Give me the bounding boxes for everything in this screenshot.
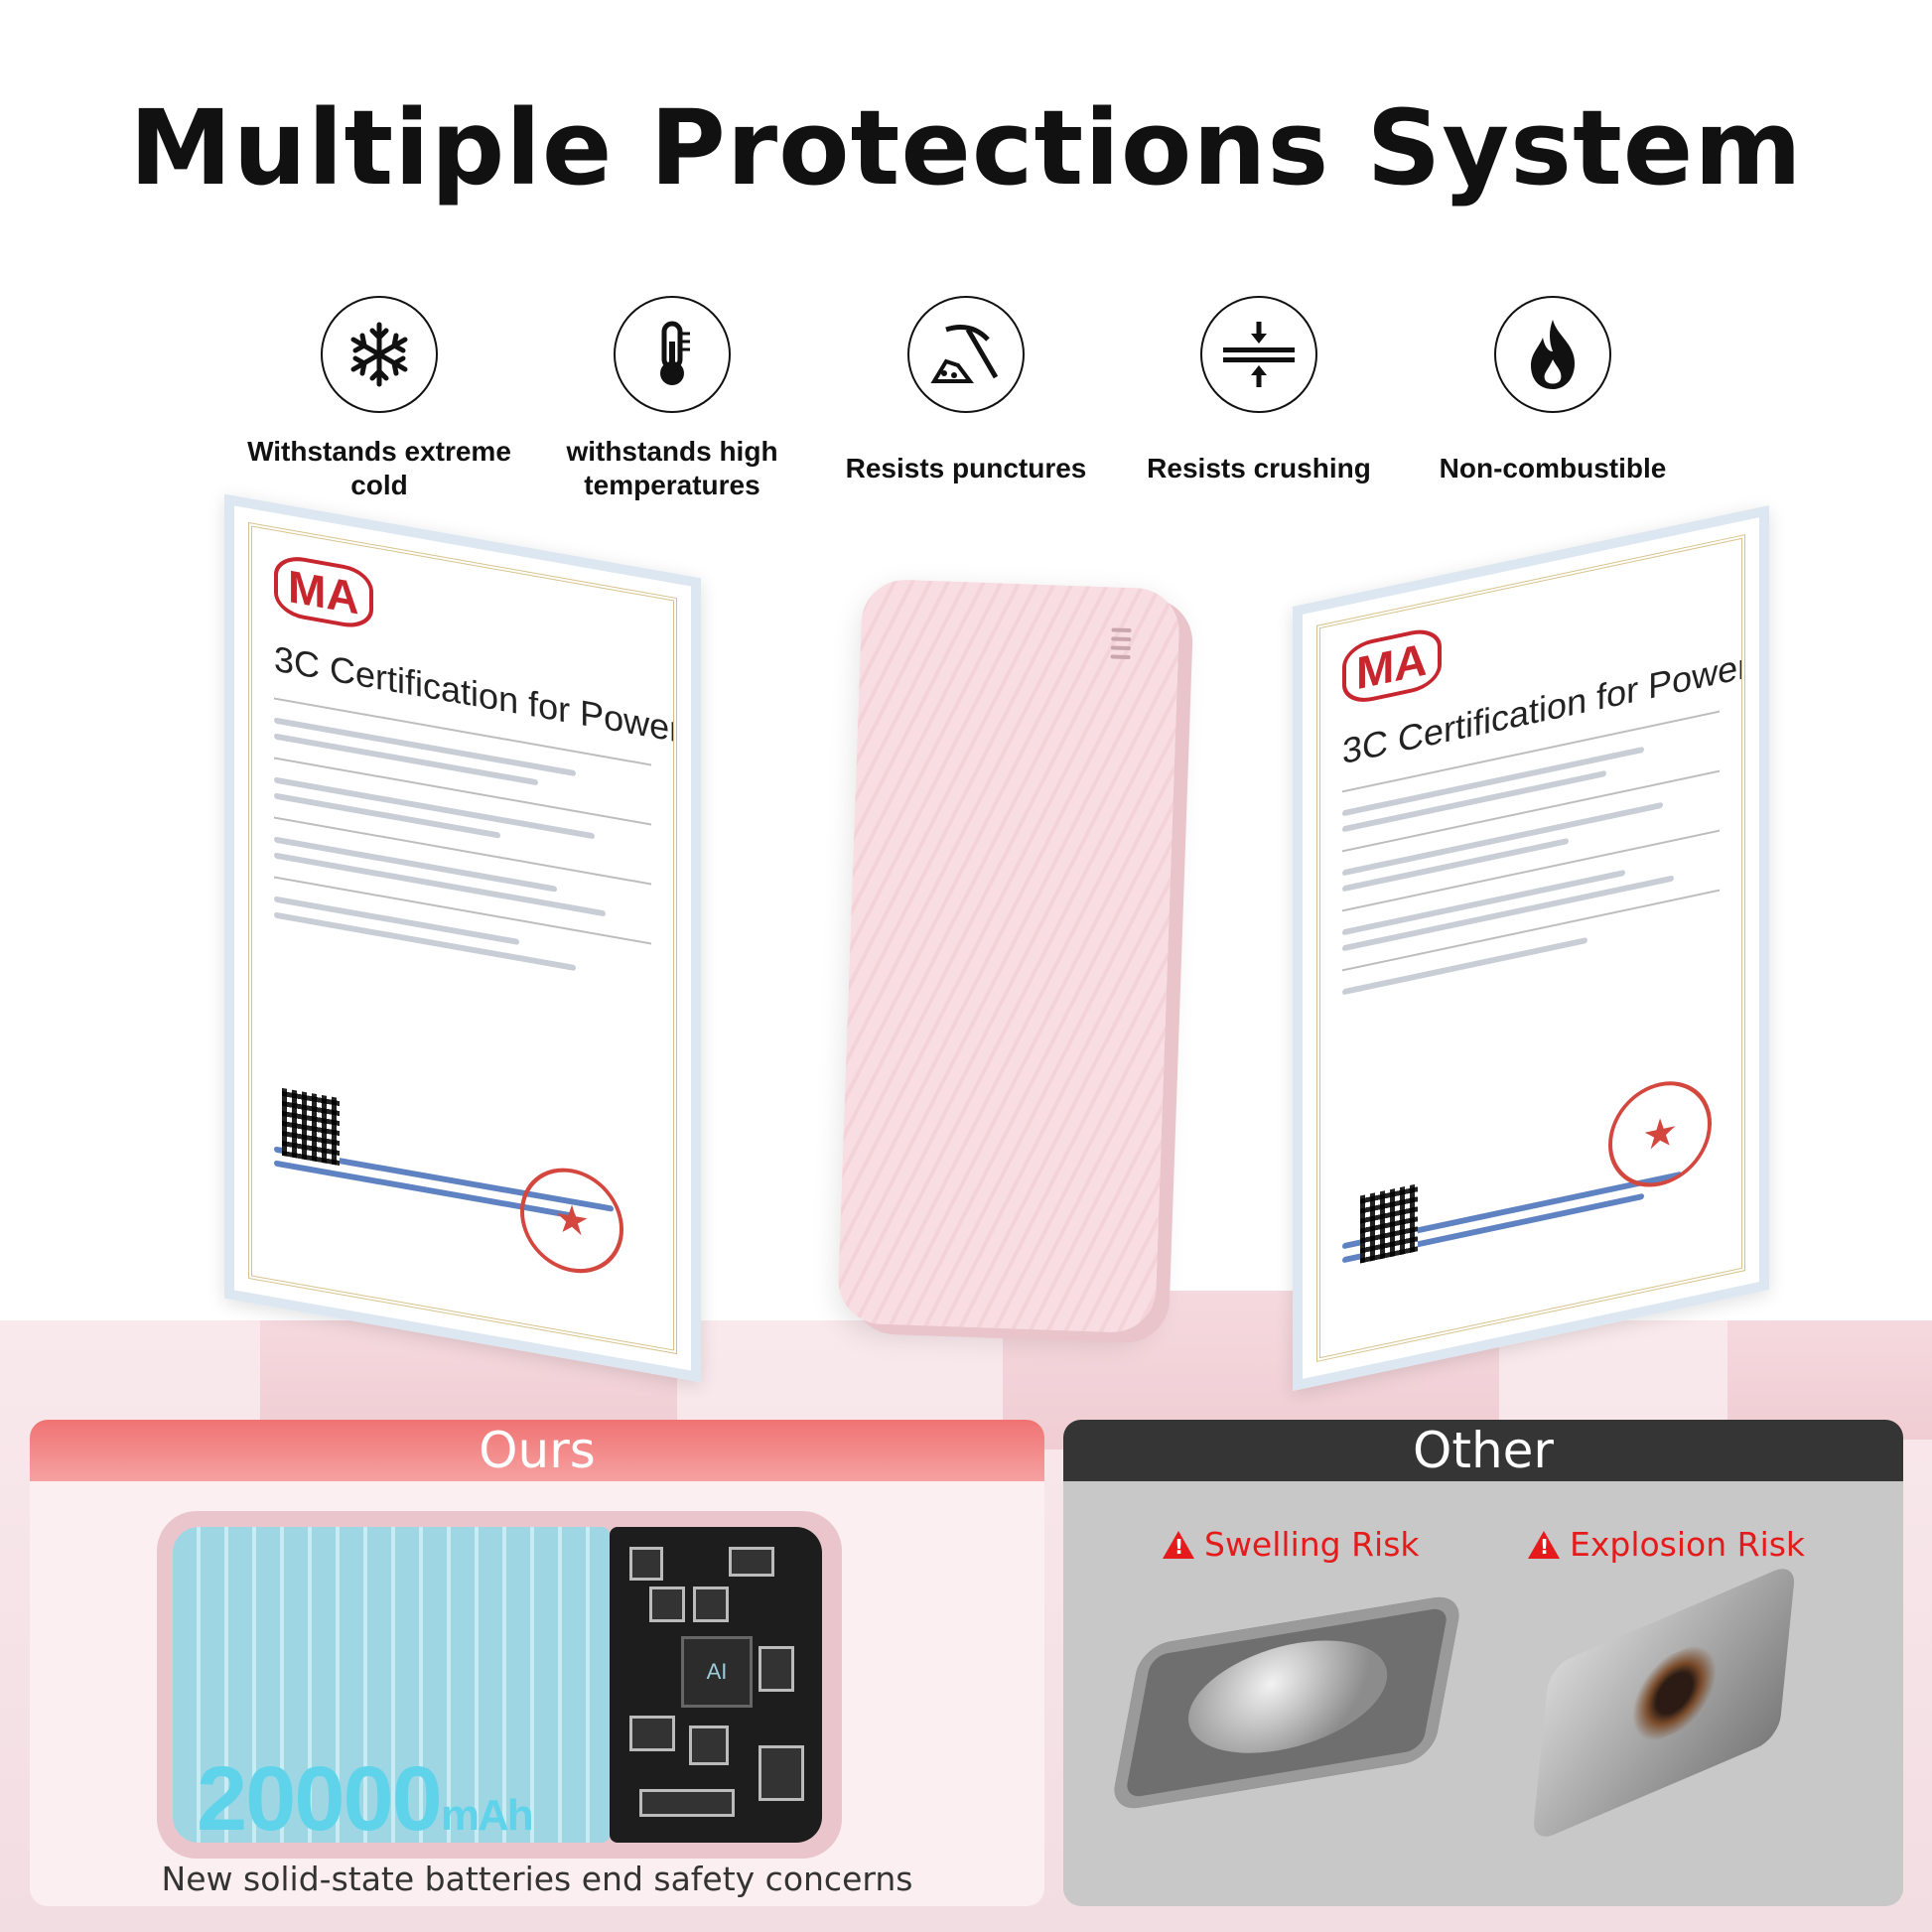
seal-star-icon: ★ <box>1608 1071 1712 1197</box>
crush-icon <box>1200 296 1317 413</box>
indicator-leds <box>1110 622 1132 664</box>
solid-state-battery-illustration: AI 20000mAh <box>157 1511 842 1859</box>
feature-label: Resists punctures <box>845 453 1087 483</box>
feature-high-temperature: withstands high temperatures <box>523 296 821 510</box>
ours-header: Ours <box>30 1420 1044 1481</box>
certificate-right: MA 3C Certification for Power Bank ★ <box>1293 504 1769 1392</box>
snowflake-icon <box>321 296 438 413</box>
feature-label: Resists crushing <box>1147 453 1371 483</box>
puncture-icon <box>907 296 1025 413</box>
warning-icon <box>1528 1530 1560 1559</box>
other-panel: Other Swelling Risk Explosion Risk <box>1063 1420 1903 1906</box>
ours-caption: New solid-state batteries end safety con… <box>161 1860 913 1898</box>
thermometer-icon <box>614 296 731 413</box>
pink-power-bank <box>837 578 1180 1334</box>
ai-chip: AI <box>681 1636 753 1708</box>
capacity-label: 20000mAh <box>197 1748 534 1850</box>
certificate-left: MA 3C Certification for Power Bank ★ <box>224 493 701 1383</box>
other-header: Other <box>1063 1420 1903 1481</box>
battery-cells <box>173 1527 610 1843</box>
exploded-battery-image <box>1531 1561 1797 1845</box>
ours-panel: Ours AI 20000mAh New solid-state batteri… <box>30 1420 1044 1906</box>
ma-logo: MA <box>274 552 373 632</box>
ma-logo: MA <box>1342 624 1442 708</box>
qr-code <box>1360 1183 1418 1264</box>
seal-star-icon: ★ <box>520 1160 623 1282</box>
feature-punctures: Resists punctures <box>817 296 1115 510</box>
circuit-board: AI <box>610 1527 822 1843</box>
feature-label: Withstands extreme cold <box>247 436 511 500</box>
feature-label: Non-combustible <box>1439 453 1667 483</box>
feature-extreme-cold: Withstands extreme cold <box>230 296 528 510</box>
swollen-battery-image <box>1109 1592 1464 1813</box>
page-title: Multiple Protections System <box>129 87 1803 208</box>
explosion-risk-label: Explosion Risk <box>1528 1525 1805 1564</box>
warning-icon <box>1163 1530 1194 1559</box>
feature-crushing: Resists crushing <box>1110 296 1408 510</box>
feature-non-combustible: Non-combustible <box>1404 296 1702 510</box>
qr-code <box>282 1087 340 1167</box>
feature-label: withstands high temperatures <box>566 436 778 500</box>
swelling-risk-label: Swelling Risk <box>1163 1525 1420 1564</box>
flame-icon <box>1494 296 1611 413</box>
